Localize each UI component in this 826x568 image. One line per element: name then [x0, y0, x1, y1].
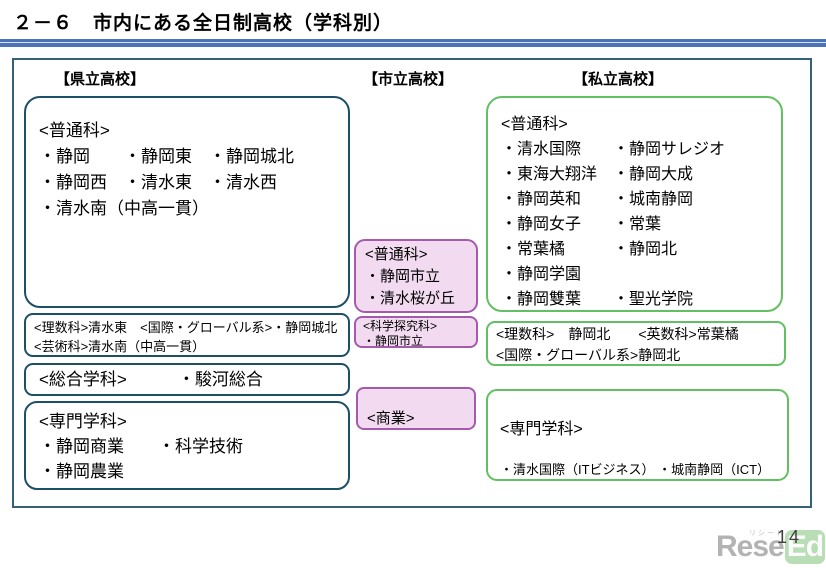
private-specialized-box: <専門学科> ・清水国際（ITビジネス） ・城南静岡（ICT） ・静岡女子（家政… [486, 389, 789, 481]
municipal-general-box: <普通科> ・静岡市立 ・清水桜が丘 [354, 239, 478, 313]
column-header-municipal: 【市立高校】 [363, 71, 454, 88]
prefectural-specialized-box: <専門学科> ・静岡商業 ・科学技術 ・静岡農業 [24, 401, 350, 490]
private-specialized-title: <専門学科> [500, 421, 583, 438]
page-number: 14 [777, 527, 802, 547]
column-header-prefectural: 【県立高校】 [55, 71, 146, 88]
reseed-logo-green-text: Ed [784, 530, 826, 564]
column-header-private: 【私立高校】 [573, 71, 664, 88]
prefectural-general-box: <普通科> ・静岡 ・静岡東 ・静岡城北 ・静岡西 ・清水東 ・清水西 ・清水南… [24, 96, 350, 308]
municipal-science-research-box: <科学探究科> ・静岡市立 [354, 316, 478, 348]
title-divider-line [0, 39, 826, 47]
reseed-logo-ruby: リシード [749, 530, 785, 537]
municipal-commerce-box: <商業> ・清水桜が丘 [356, 387, 476, 430]
private-general-box: <普通科> ・清水国際 ・静岡サレジオ ・東海大翔洋 ・静岡大成 ・静岡英和 ・… [486, 96, 783, 312]
prefectural-integrated-box: <総合学科> ・駿河総合 [24, 363, 350, 396]
prefectural-science-art-box: <理数科>清水東 <国際・グローバル系>・静岡城北 <芸術科>清水南（中高一貫） [24, 313, 350, 357]
private-science-english-box: <理数科> 静岡北 <英数科>常葉橘 <国際・グローバル系>静岡北 [486, 321, 786, 366]
municipal-commerce-title: <商業> [367, 410, 415, 427]
reseed-logo-gray-text: Rese [716, 530, 785, 563]
page-title: ２－６ 市内にある全日制高校（学科別） [13, 13, 394, 34]
private-specialized-schools: ・清水国際（ITビジネス） ・城南静岡（ICT） ・静岡女子（家政・商業・福祉） [500, 462, 771, 477]
